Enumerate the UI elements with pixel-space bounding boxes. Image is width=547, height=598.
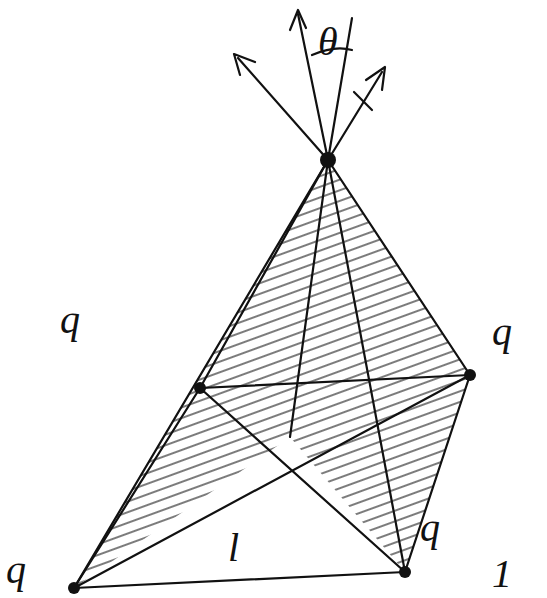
charge-dot	[194, 382, 206, 394]
arrow-head	[290, 10, 306, 30]
edge-line	[74, 160, 328, 588]
charge-label: q	[420, 508, 440, 548]
edge-line	[200, 388, 405, 572]
edge-line	[74, 388, 200, 588]
edge-line	[200, 160, 328, 388]
charge-dot	[399, 566, 411, 578]
charge-label: q	[60, 300, 80, 340]
charge-dot	[68, 582, 80, 594]
hatched-face	[328, 160, 470, 572]
note-number: 1	[492, 554, 512, 594]
arrow-head	[366, 67, 385, 90]
edge-line	[74, 572, 405, 588]
edge-line	[74, 375, 470, 588]
charge-dot	[464, 369, 476, 381]
angle-label: θ	[318, 22, 338, 62]
charge-label: q	[492, 312, 512, 352]
arrow-head	[234, 54, 255, 75]
charge-label: q	[6, 550, 26, 590]
edge-line	[200, 375, 470, 388]
force-arrow	[238, 58, 328, 160]
length-label: l	[228, 528, 239, 568]
charge-dot	[320, 152, 336, 168]
edge-line	[328, 160, 405, 572]
edge-line	[328, 160, 470, 375]
edge-line	[290, 160, 328, 437]
hatched-face	[74, 160, 328, 588]
force-arrow	[354, 92, 372, 110]
